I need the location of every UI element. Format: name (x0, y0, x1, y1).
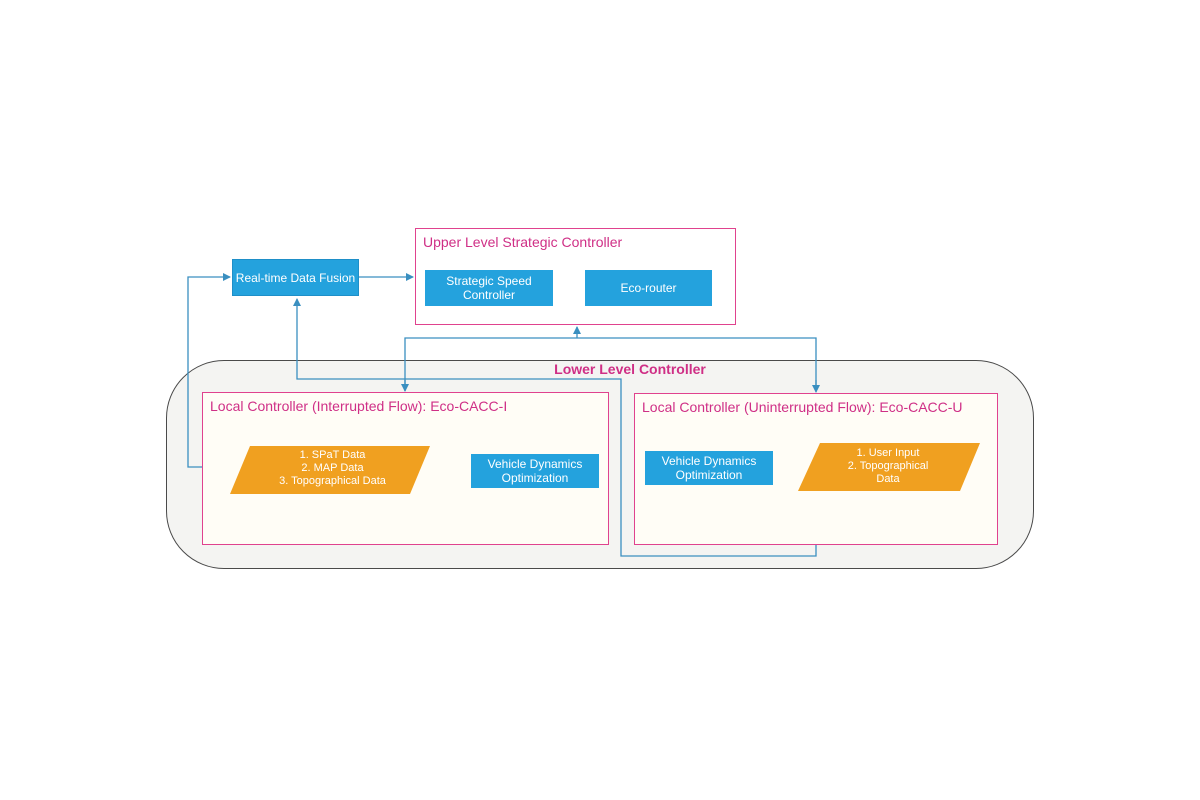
input-data-list-uninterrupted: 1. User Input 2. Topographical Data (818, 447, 958, 486)
connector-upper-branch (404, 337, 817, 391)
real-time-data-fusion-box: Real-time Data Fusion (232, 259, 359, 296)
local-controller-uninterrupted-title: Local Controller (Uninterrupted Flow): E… (642, 399, 963, 415)
input-item-user-input: 1. User Input (856, 447, 920, 459)
input-item-topographical-line1: 2. Topographical (847, 460, 929, 472)
arrow-local-u-to-fusion (293, 298, 817, 557)
strategic-speed-label-line1: Strategic Speed (446, 274, 532, 288)
vdo-u-label-line2: Optimization (675, 468, 743, 482)
vdo-i-label-line1: Vehicle Dynamics (487, 457, 583, 471)
strategic-speed-controller-box: Strategic Speed Controller (425, 270, 553, 306)
vehicle-dynamics-optimization-uninterrupted: Vehicle Dynamics Optimization (645, 451, 773, 485)
eco-router-label: Eco-router (620, 281, 677, 295)
arrow-local-i-to-fusion (187, 273, 231, 468)
input-data-parallelogram-uninterrupted (798, 443, 980, 491)
input-item-topographical-line2: Data (876, 473, 900, 485)
vdo-i-label-line2: Optimization (501, 471, 569, 485)
lower-level-title: Lower Level Controller (554, 361, 706, 377)
local-controller-interrupted-title: Local Controller (Interrupted Flow): Eco… (210, 398, 508, 414)
strategic-speed-label-line2: Controller (462, 288, 515, 302)
input-data-list-interrupted: 1. SPaT Data 2. MAP Data 3. Topographica… (255, 449, 410, 488)
vehicle-dynamics-optimization-interrupted: Vehicle Dynamics Optimization (471, 454, 599, 488)
input-item-spat: 1. SPaT Data (299, 449, 366, 461)
input-data-parallelogram-interrupted (230, 446, 430, 494)
input-item-map: 2. MAP Data (301, 462, 364, 474)
eco-router-box: Eco-router (585, 270, 712, 306)
upper-level-title: Upper Level Strategic Controller (423, 234, 623, 250)
data-fusion-label: Real-time Data Fusion (235, 270, 356, 285)
input-item-topographical: 3. Topographical Data (279, 475, 386, 487)
vdo-u-label-line1: Vehicle Dynamics (661, 454, 757, 468)
